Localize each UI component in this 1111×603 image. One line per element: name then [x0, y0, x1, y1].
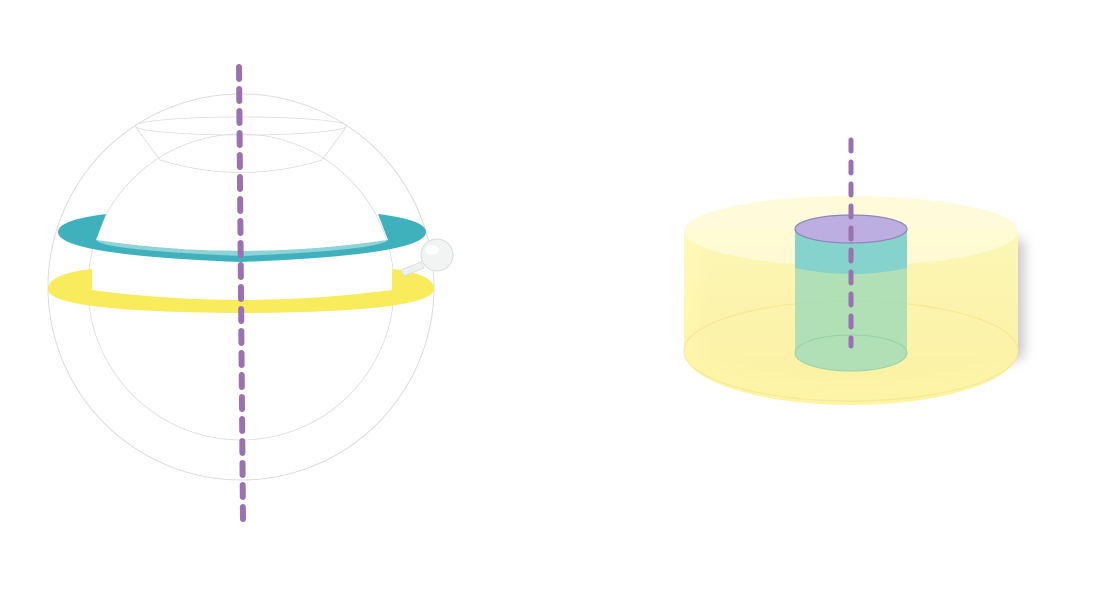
glass-bulb [400, 238, 454, 277]
yellow-band [48, 269, 434, 313]
left-figure [47, 64, 454, 523]
right-figure [683, 137, 1024, 405]
inner-cylinder-base [794, 334, 908, 372]
top-cap-bowl [134, 125, 348, 173]
left-axis-line [236, 64, 246, 523]
